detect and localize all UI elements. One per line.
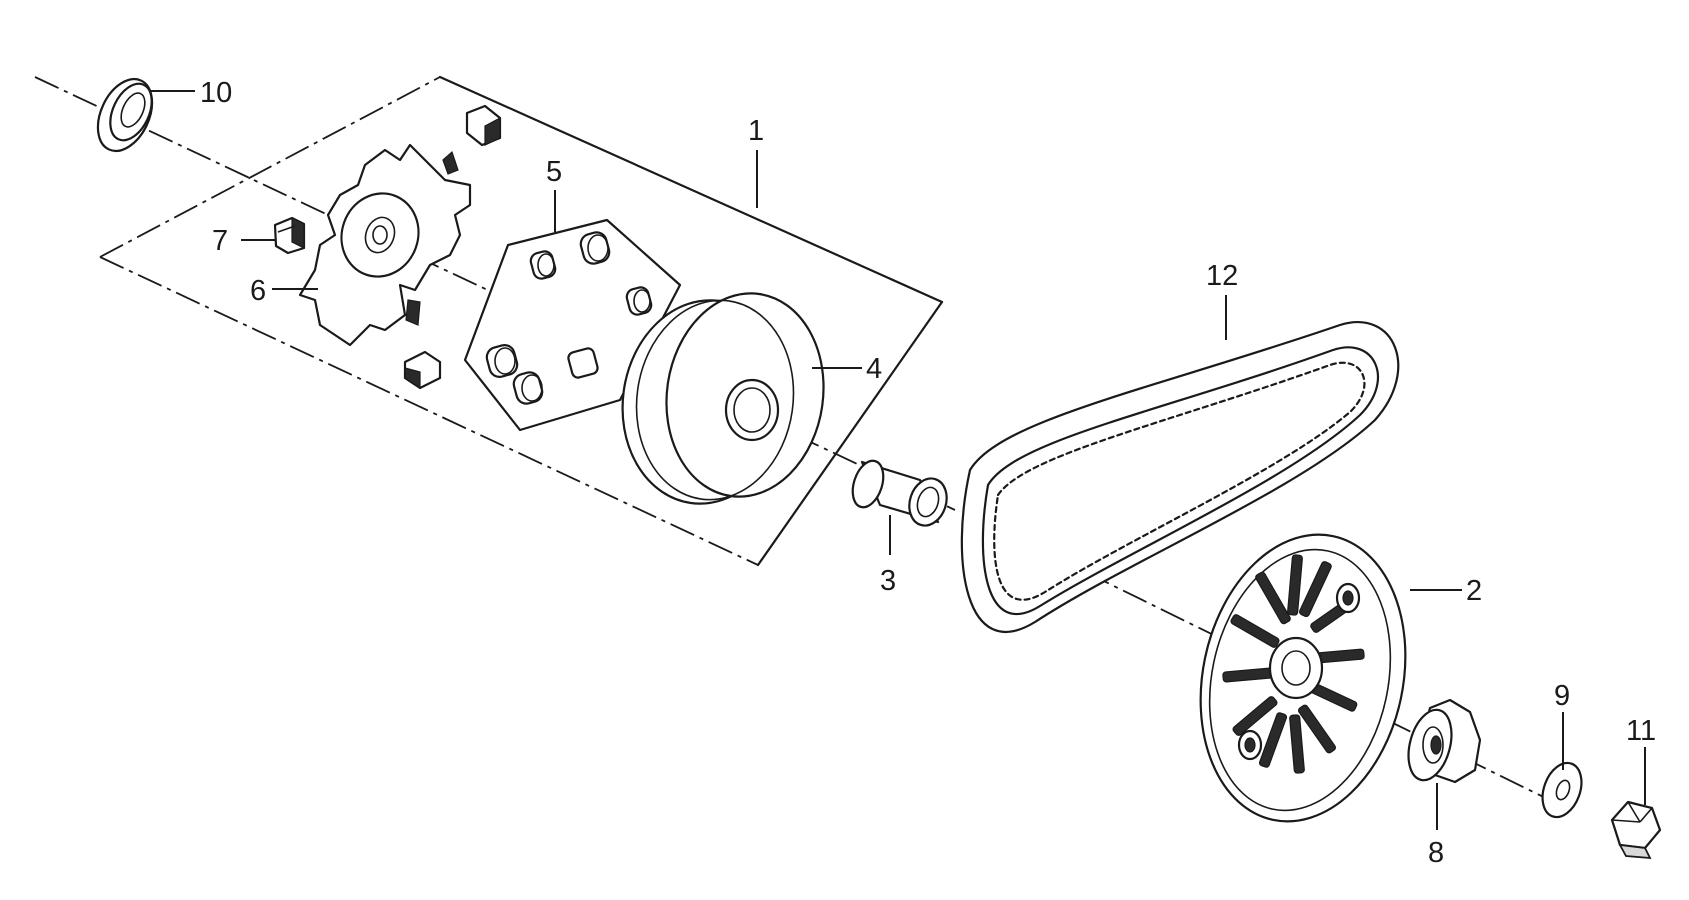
part-10-oil-seal bbox=[96, 77, 154, 153]
callout-8: 8 bbox=[1428, 837, 1444, 869]
callout-4: 4 bbox=[866, 353, 882, 385]
callout-12: 12 bbox=[1206, 260, 1238, 292]
slider-block-bottom bbox=[403, 350, 442, 390]
part-2-driven-face bbox=[1199, 533, 1407, 823]
callout-11: 11 bbox=[1626, 715, 1656, 747]
callout-5: 5 bbox=[546, 156, 562, 188]
callout-10: 10 bbox=[200, 77, 232, 109]
part-12-drive-belt bbox=[960, 321, 1400, 633]
slider-block-top bbox=[465, 104, 502, 147]
part-4-drive-pulley bbox=[621, 292, 825, 505]
part-11-hex-nut bbox=[1610, 800, 1662, 860]
callout-2: 2 bbox=[1466, 575, 1482, 607]
callout-3: 3 bbox=[880, 565, 896, 597]
driven-face-rivets bbox=[1237, 582, 1361, 761]
callout-6: 6 bbox=[250, 275, 266, 307]
callout-1: 1 bbox=[748, 115, 764, 147]
leader-lines bbox=[150, 90, 1646, 830]
part-9-washer bbox=[1541, 761, 1583, 819]
callout-7: 7 bbox=[212, 225, 228, 257]
part-7-slider bbox=[273, 216, 306, 255]
assembly-1-boundary bbox=[99, 75, 944, 567]
part-6-ramp-plate bbox=[298, 143, 472, 347]
callout-9: 9 bbox=[1554, 680, 1570, 712]
part-3-collar bbox=[851, 459, 948, 527]
callout-labels: 10 1 5 7 6 4 3 12 2 8 9 11 bbox=[200, 77, 1656, 869]
part-8-clutch-nut bbox=[1407, 698, 1482, 784]
